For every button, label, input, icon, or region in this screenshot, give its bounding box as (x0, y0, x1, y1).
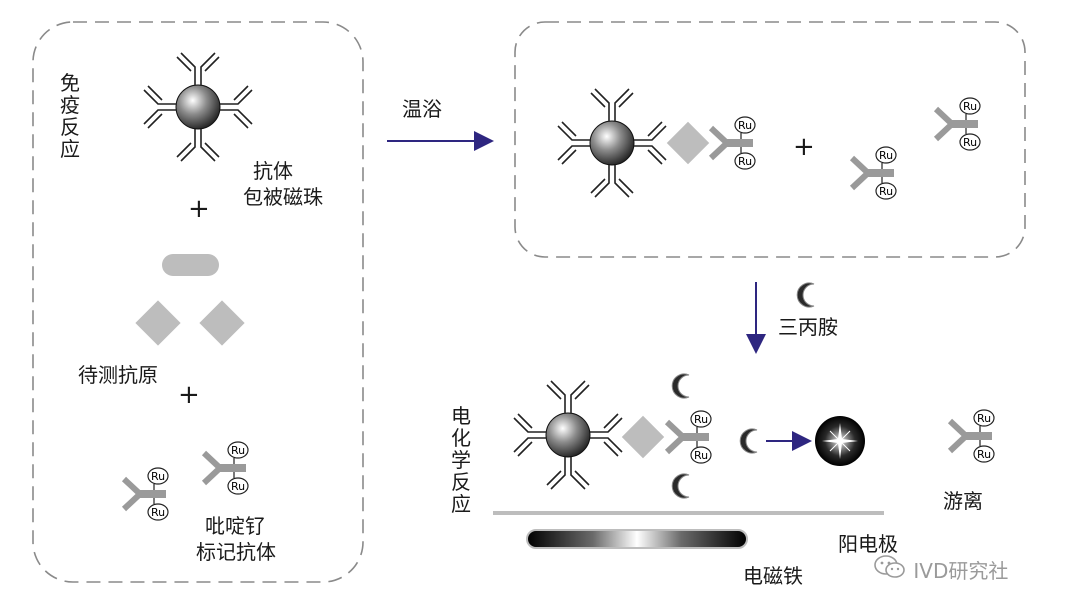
antibody-label-line1: 抗体 (253, 159, 293, 183)
sample-pill-shape (162, 254, 219, 276)
antibody-coated-bead (143, 52, 253, 162)
immune-reaction-label: 免疫反应 (60, 71, 80, 161)
incubation-label: 温浴 (402, 97, 442, 121)
tripropylamine-crescent (796, 282, 815, 308)
plus-sign: + (188, 194, 210, 224)
plus-sign: + (178, 380, 200, 410)
antigen-diamond (135, 300, 181, 346)
anode-label: 阳电极 (838, 532, 898, 556)
electromagnet-bar (526, 529, 748, 549)
watermark-text: IVD研究社 (913, 559, 1009, 583)
plus-sign: + (793, 132, 815, 162)
free-label: 游离 (943, 489, 983, 513)
tripropylamine-crescent (671, 373, 690, 399)
wechat-icon (873, 554, 907, 585)
antigen-label: 待测抗原 (78, 363, 158, 387)
ru-labeled-antibody (936, 98, 980, 150)
magnet-label: 电磁铁 (743, 564, 803, 588)
electrochemical-reaction-label: 电化学反应 (451, 404, 471, 516)
tripropylamine-crescent (739, 428, 758, 454)
watermark: IVD研究社 (873, 554, 1008, 585)
light-emission-icon (815, 416, 865, 466)
ru-labeled-antibody (124, 468, 168, 520)
ru-labeled-antibody (852, 147, 896, 199)
antibody-label-line2: 包被磁珠 (243, 185, 323, 209)
antigen-diamond (199, 300, 245, 346)
free-ru-antibody (950, 410, 994, 462)
ru-antibody-label-line1: 吡啶钌 (205, 514, 265, 538)
tripropylamine-crescent (671, 473, 690, 499)
bead-antigen-complex (557, 88, 755, 198)
immune-reaction-panel (32, 21, 364, 583)
incubation-result-panel (514, 21, 1026, 258)
ru-labeled-antibody (204, 442, 248, 494)
ru-antibody-label-line2: 标记抗体 (196, 540, 276, 564)
tripropylamine-label: 三丙胺 (778, 315, 838, 339)
